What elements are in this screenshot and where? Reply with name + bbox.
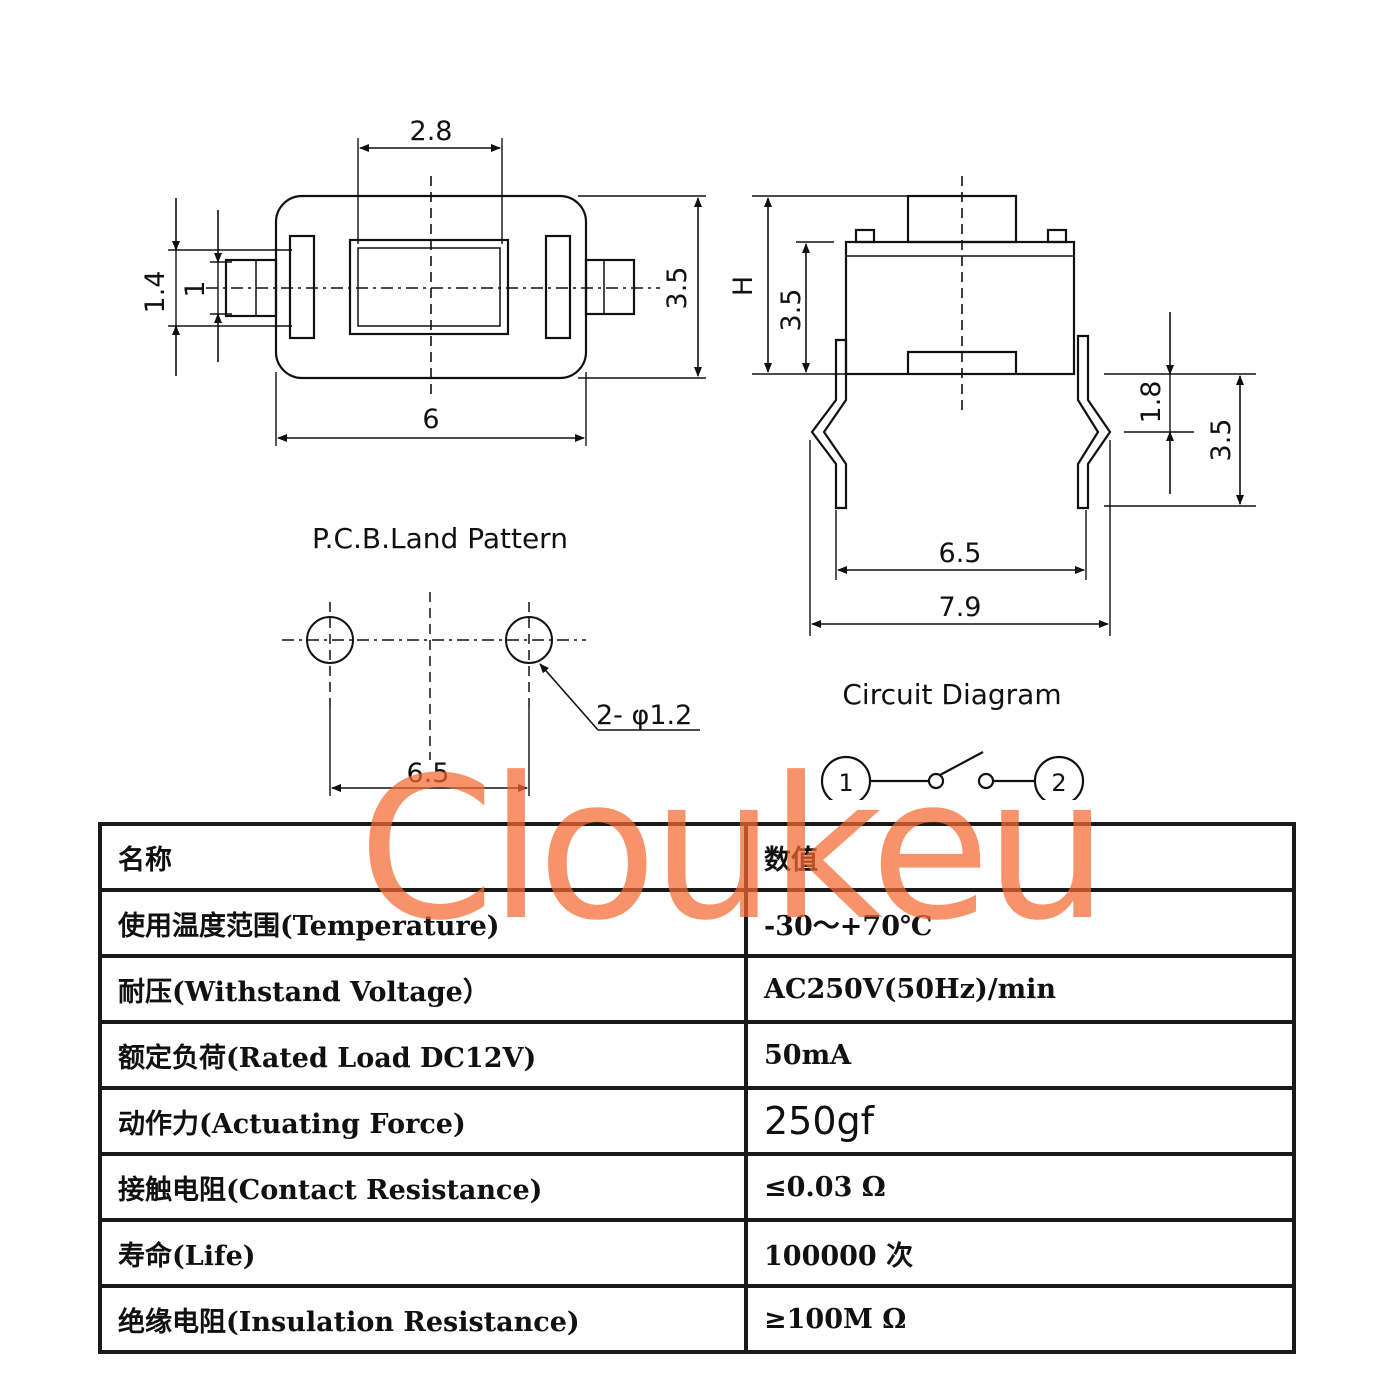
table-row: 动作力(Actuating Force)250gf xyxy=(98,1086,1296,1156)
top-view-right-pin xyxy=(584,258,636,316)
side-view-actuator xyxy=(906,194,1018,244)
spec-name: 使用温度范围(Temperature) xyxy=(98,888,748,958)
dim-6-5-side: 6.5 xyxy=(939,538,982,569)
table-row: 绝缘电阻(Insulation Resistance)≥100M Ω xyxy=(98,1284,1296,1354)
spec-value: 100000 次 xyxy=(744,1218,1296,1288)
circuit-diagram xyxy=(820,751,1085,800)
side-view xyxy=(752,176,1256,636)
top-view-right-slot xyxy=(544,234,572,340)
spec-name: 动作力(Actuating Force) xyxy=(98,1086,748,1156)
spec-value: 250gf xyxy=(744,1086,1296,1156)
dim-1: 1 xyxy=(180,280,211,297)
terminal-2-circle xyxy=(1033,755,1085,800)
dim-1-8: 1.8 xyxy=(1136,381,1167,424)
dim-6: 6 xyxy=(422,404,439,435)
technical-drawing: 2.8 6 3.5 1.4 1 xyxy=(140,116,1256,800)
dim-3-5-pin: 3.5 xyxy=(1206,419,1237,462)
dim-3-5-right: 3.5 xyxy=(662,267,693,310)
spec-value: 50mA xyxy=(744,1020,1296,1090)
land-pattern-title: P.C.B.Land Pattern xyxy=(312,522,568,555)
top-view-body xyxy=(274,194,588,380)
header-value: 数值 xyxy=(744,822,1296,892)
hole-diameter-label: 2- φ1.2 xyxy=(596,700,692,731)
table-row: 接触电阻(Contact Resistance)≤0.03 Ω xyxy=(98,1152,1296,1222)
table-header-row: 名称 数值 xyxy=(98,822,1296,892)
terminal-2-label: 2 xyxy=(1051,769,1066,797)
dim-H: H xyxy=(728,276,759,296)
header-name: 名称 xyxy=(98,822,748,892)
table-row: 寿命(Life)100000 次 xyxy=(98,1218,1296,1288)
top-view-actuator xyxy=(348,238,510,336)
circuit-diagram-title: Circuit Diagram xyxy=(842,678,1061,711)
spec-value: AC250V(50Hz)/min xyxy=(744,954,1296,1024)
side-view-right-pin xyxy=(1076,334,1112,510)
dim-1-4: 1.4 xyxy=(140,271,171,314)
table-row: 耐压(Withstand Voltage）AC250V(50Hz)/min xyxy=(98,954,1296,1024)
top-view xyxy=(168,138,706,446)
spec-name: 绝缘电阻(Insulation Resistance) xyxy=(98,1284,748,1354)
top-view-left-slot xyxy=(288,234,316,340)
side-view-left-pin xyxy=(810,338,848,510)
land-pattern xyxy=(282,592,700,796)
dim-7-9: 7.9 xyxy=(939,592,982,623)
spec-name: 额定负荷(Rated Load DC12V) xyxy=(98,1020,748,1090)
spec-value: ≥100M Ω xyxy=(744,1284,1296,1354)
table-row: 额定负荷(Rated Load DC12V)50mA xyxy=(98,1020,1296,1090)
spec-name: 寿命(Life) xyxy=(98,1218,748,1288)
switch-lever xyxy=(939,751,984,776)
spec-value: ≤0.03 Ω xyxy=(744,1152,1296,1222)
spec-value: -30～+70℃ xyxy=(744,888,1296,958)
table-row: 使用温度范围(Temperature)-30～+70℃ xyxy=(98,888,1296,958)
dim-6-5-land: 6.5 xyxy=(407,758,450,789)
dim-3-5-body: 3.5 xyxy=(776,289,807,332)
spec-name: 接触电阻(Contact Resistance) xyxy=(98,1152,748,1222)
terminal-1-label: 1 xyxy=(838,769,853,797)
dim-2-8: 2.8 xyxy=(410,116,453,147)
spec-name: 耐压(Withstand Voltage） xyxy=(98,954,748,1024)
side-view-body xyxy=(844,240,1076,376)
